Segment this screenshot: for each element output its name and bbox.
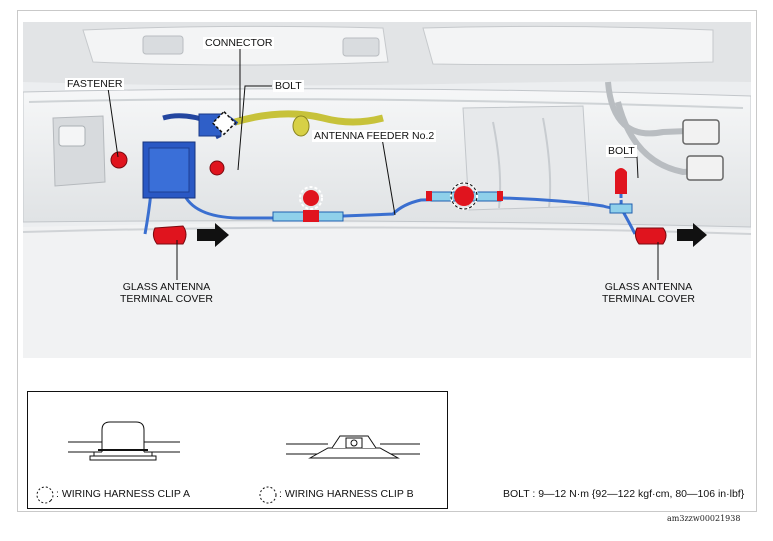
- clip-b-diagram: [286, 435, 420, 459]
- label-glass-cover-left-line2: TERMINAL COVER: [120, 293, 213, 305]
- document-code: am3zzw00021938: [667, 514, 741, 523]
- label-glass-cover-right: GLASS ANTENNA TERMINAL COVER: [600, 281, 697, 305]
- clip-b-symbol-icon: [259, 486, 277, 504]
- label-fastener: FASTENER: [65, 78, 125, 90]
- label-glass-cover-right-line2: TERMINAL COVER: [602, 293, 695, 305]
- label-connector: CONNECTOR: [203, 37, 275, 49]
- legend-illustrations: [36, 421, 420, 504]
- legend-clip-a: : WIRING HARNESS CLIP A: [56, 488, 191, 500]
- legend-clip-b: : WIRING HARNESS CLIP B: [279, 488, 414, 500]
- legend-box: : WIRING HARNESS CLIP A : WIRING HARNESS…: [27, 391, 448, 509]
- harness-illustration: [23, 22, 751, 358]
- label-antenna-feeder: ANTENNA FEEDER No.2: [312, 130, 437, 142]
- label-glass-cover-left-line1: GLASS ANTENNA: [122, 281, 211, 293]
- label-glass-cover-right-line1: GLASS ANTENNA: [604, 281, 693, 293]
- label-glass-cover-left: GLASS ANTENNA TERMINAL COVER: [118, 281, 215, 305]
- label-bolt-left: BOLT: [273, 80, 304, 92]
- label-bolt-right: BOLT: [606, 145, 637, 157]
- torque-spec: BOLT : 9—12 N·m {92—122 kgf·cm, 80—106 i…: [503, 488, 745, 500]
- clip-a-symbol-icon: [36, 486, 54, 504]
- clip-a-diagram: [68, 421, 180, 461]
- illustration: [23, 22, 751, 358]
